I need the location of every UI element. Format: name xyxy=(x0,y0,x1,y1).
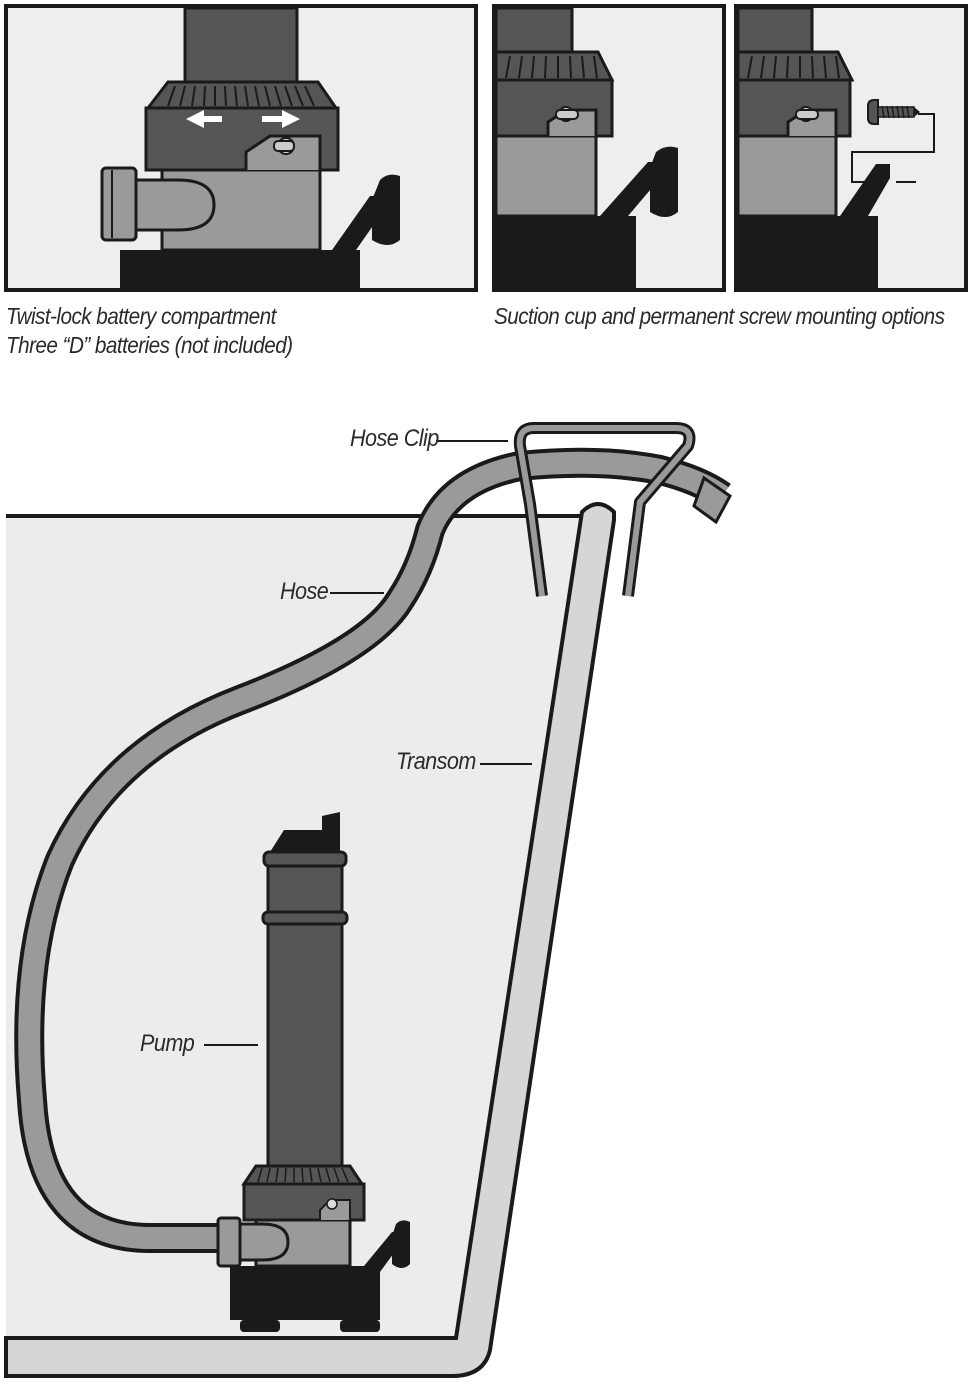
caption-twist-lock-line2: Three “D” batteries (not included) xyxy=(6,332,293,358)
main-boat-diagram xyxy=(4,422,732,1378)
panel-twist-lock xyxy=(4,4,478,292)
label-hose-clip: Hose Clip xyxy=(350,425,439,452)
screw-icon xyxy=(867,99,920,125)
hose-clip xyxy=(513,422,696,597)
caption-twist-lock-line1: Twist-lock battery compartment xyxy=(6,303,276,329)
twist-arrows-icon xyxy=(186,110,300,128)
label-hose: Hose xyxy=(280,578,329,605)
caption-mounting: Suction cup and permanent screw mounting… xyxy=(494,303,945,329)
transom xyxy=(4,502,616,1378)
leader-lines xyxy=(204,440,532,1046)
label-pump: Pump xyxy=(140,1030,195,1057)
pump xyxy=(216,812,410,1332)
panel-suction-cup xyxy=(492,4,726,292)
caption-twist-lock: Twist-lock battery compartment Three “D”… xyxy=(6,302,293,360)
label-transom: Transom xyxy=(396,748,476,775)
panel-screw-mount xyxy=(734,4,968,292)
hose xyxy=(14,447,732,1253)
